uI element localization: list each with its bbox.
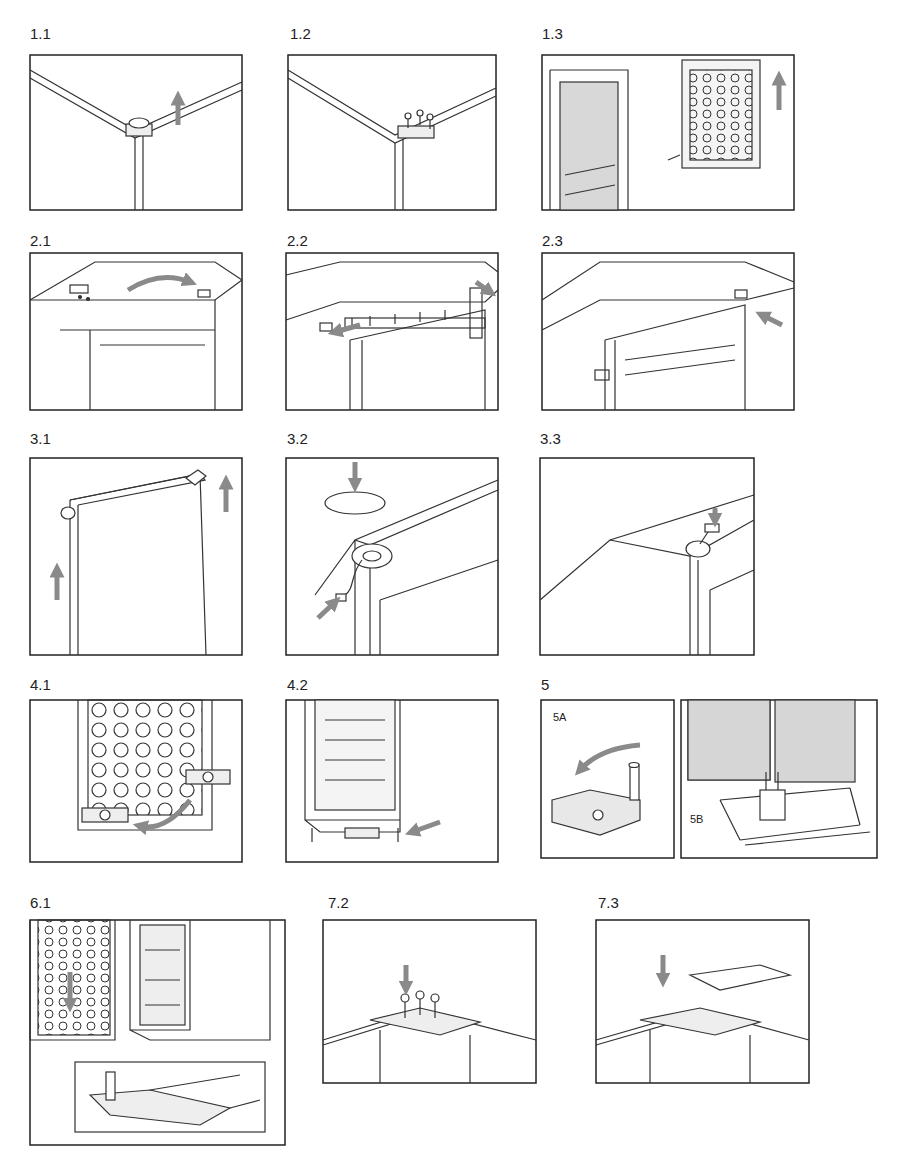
step-number: 7.2: [328, 895, 349, 910]
step-number: 5B: [690, 814, 703, 825]
step-number: 2.2: [287, 233, 308, 248]
step-number: 4.1: [30, 677, 51, 692]
step-number: 6.1: [30, 895, 51, 910]
step-number: 7.3: [598, 895, 619, 910]
step-number: 4.2: [287, 677, 308, 692]
step-number: 1.3: [542, 26, 563, 41]
step-number: 3.3: [540, 431, 561, 446]
step-number: 3.1: [30, 431, 51, 446]
step-number: 3.2: [287, 431, 308, 446]
step-number: 1.1: [30, 26, 51, 41]
step-number: 5A: [553, 712, 566, 723]
step-number: 1.2: [290, 26, 311, 41]
step-number: 2.1: [30, 233, 51, 248]
step-number: 2.3: [542, 233, 563, 248]
step-number: 5: [541, 677, 549, 692]
